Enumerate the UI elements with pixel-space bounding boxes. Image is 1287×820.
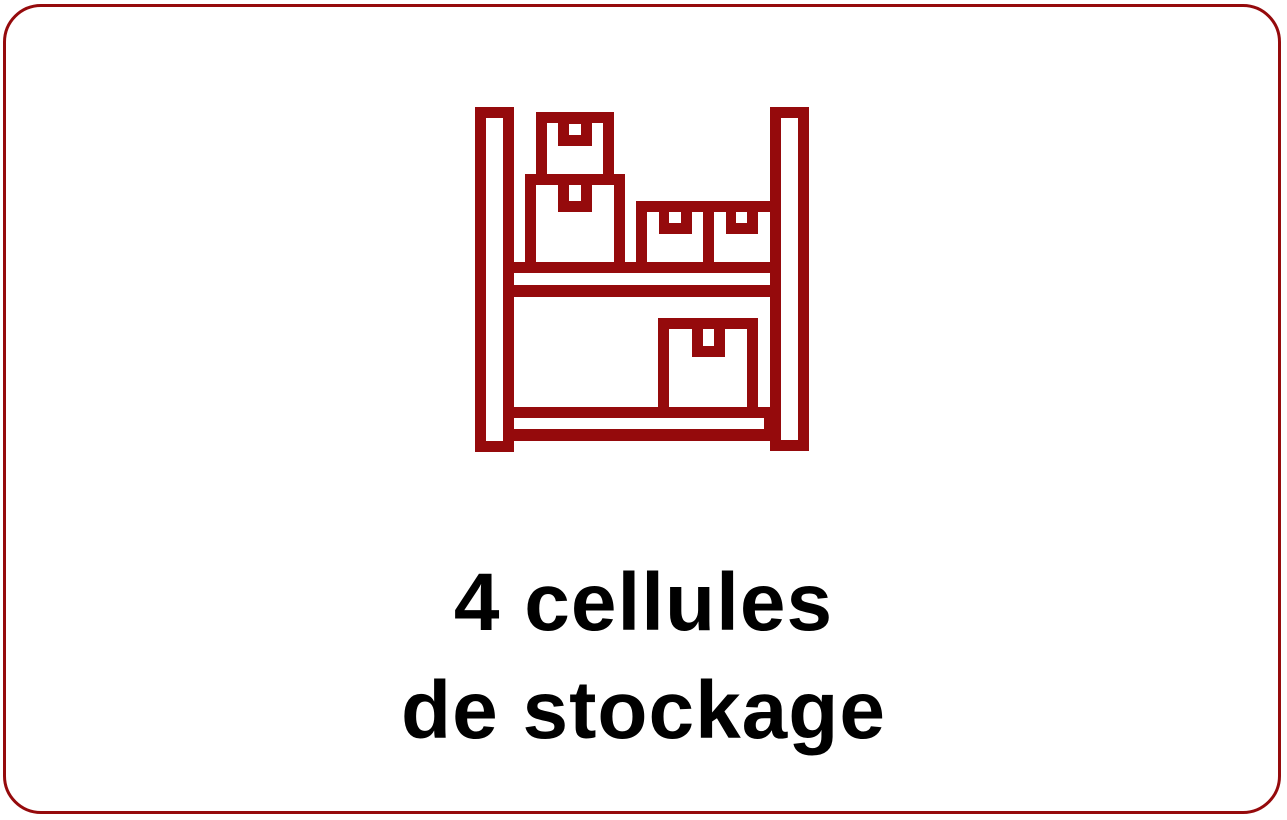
card-title-line1: 4 cellules: [453, 557, 834, 648]
card-title-line2: de stockage: [401, 665, 886, 756]
warehouse-shelf-icon: [474, 105, 810, 453]
card-title: 4 cellules de stockage: [0, 549, 1287, 765]
